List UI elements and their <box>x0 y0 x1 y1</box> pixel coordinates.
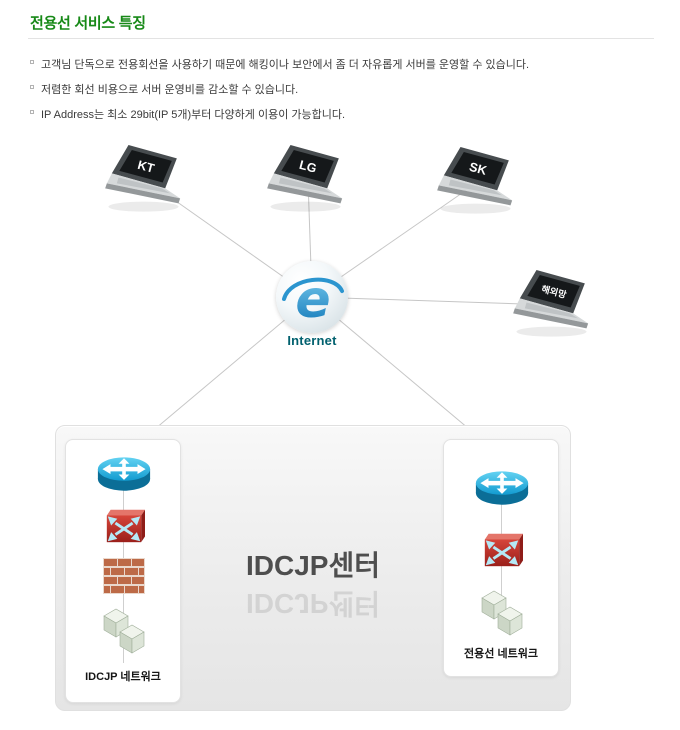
datacenter-title-reflection: IDCJP센터 <box>246 588 380 619</box>
feature-item: 고객님 단독으로 전용회선을 사용하기 때문에 해킹이나 보안에서 좀 더 자유… <box>30 56 670 72</box>
leasedline-network-label: 전용선 네트워크 <box>464 648 538 660</box>
link-overseas-internet <box>311 296 555 306</box>
laptop-icon: KT <box>105 145 181 212</box>
feature-item: 저렴한 회선 비용으로 서버 운영비를 감소할 수 있습니다. <box>30 81 670 97</box>
laptop-node-kt: KT <box>100 145 192 220</box>
router-icon <box>97 457 151 491</box>
laptop-node-lg: LG <box>262 145 354 220</box>
laptop-screen-label: SK <box>468 160 488 178</box>
datacenter-box: IDCJP센터 IDCJP센터 IDCJP 네트워크 전용선 네트워크 <box>55 425 571 711</box>
page-title: 전용선 서비스 특징 <box>30 15 146 32</box>
leasedline-network-panel: 전용선 네트워크 <box>443 439 559 677</box>
laptop-screen-label: LG <box>298 158 318 176</box>
feature-list: 고객님 단독으로 전용회선을 사용하기 때문에 해킹이나 보안에서 좀 더 자유… <box>30 56 670 131</box>
feature-text: 고객님 단독으로 전용회선을 사용하기 때문에 해킹이나 보안에서 좀 더 자유… <box>41 59 530 71</box>
server-boxes-icon <box>481 590 523 636</box>
internet-swoosh <box>282 277 344 301</box>
laptop-icon: 해외망 <box>513 270 589 337</box>
datacenter-title-block: IDCJP센터 IDCJP센터 <box>181 544 445 625</box>
laptop-node-overseas: 해외망 <box>508 270 600 345</box>
idcjp-network-panel: IDCJP 네트워크 <box>65 439 181 703</box>
internet-e-globe-icon: e <box>276 261 348 333</box>
router-icon <box>475 471 529 505</box>
laptop-node-sk: SK <box>432 147 524 222</box>
laptop-icon: LG <box>267 145 343 212</box>
server-boxes-icon <box>103 608 145 654</box>
laptop-icon: SK <box>437 147 513 214</box>
feature-item: IP Address는 최소 29bit(IP 5개)부터 다양하게 이용이 가… <box>30 106 670 122</box>
switch-icon <box>483 532 525 568</box>
feature-text: 저렴한 회선 비용으로 서버 운영비를 감소할 수 있습니다. <box>41 84 299 96</box>
bullet-square-icon <box>30 60 34 64</box>
switch-icon <box>105 508 147 544</box>
laptop-screen-label: KT <box>136 158 156 176</box>
bullet-square-icon <box>30 85 34 89</box>
datacenter-title: IDCJP센터 <box>246 550 380 581</box>
title-divider <box>28 38 654 39</box>
firewall-brick-icon <box>103 558 145 594</box>
bullet-square-icon <box>30 110 34 114</box>
feature-text: IP Address는 최소 29bit(IP 5개)부터 다양하게 이용이 가… <box>41 109 346 121</box>
idcjp-network-label: IDCJP 네트워크 <box>85 671 161 683</box>
internet-label: Internet <box>287 333 337 348</box>
